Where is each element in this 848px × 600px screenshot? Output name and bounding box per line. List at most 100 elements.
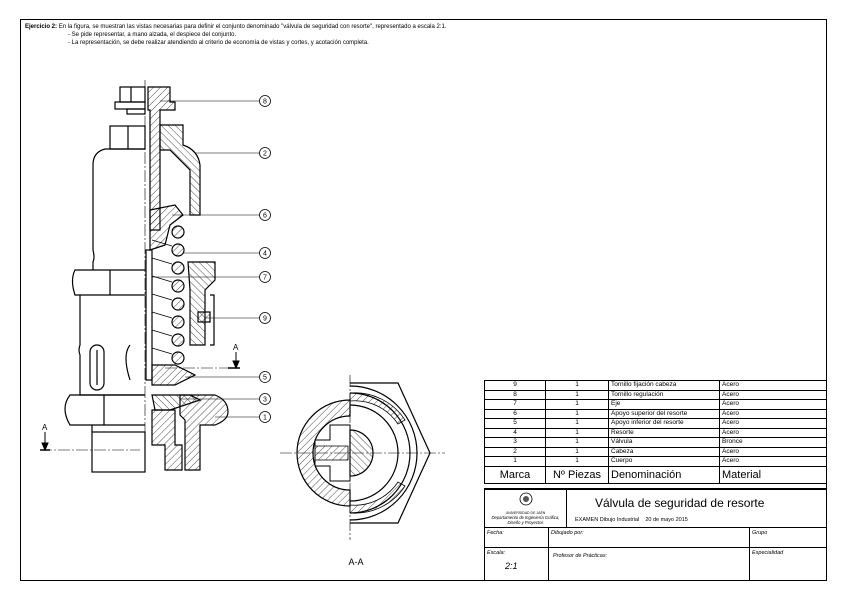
svg-text:7: 7 <box>263 275 267 282</box>
parts-header-cell: Marca <box>484 465 546 484</box>
part-mark: 5 <box>484 418 546 429</box>
part-mark: 6 <box>484 408 546 419</box>
part-name: Cabeza <box>608 446 720 457</box>
instruction-line-2: - Se pide representar, a mano alzada, el… <box>68 32 237 38</box>
part-qty: 1 <box>545 399 609 410</box>
bolt-head-exterior <box>119 86 146 103</box>
svg-text:2: 2 <box>263 151 267 158</box>
instruction-line-3: - La representación, se debe realizar at… <box>68 40 369 46</box>
section-view-a-a <box>280 375 445 540</box>
part-9-tornillo-fijacion <box>197 311 211 323</box>
part-qty: 1 <box>545 446 609 457</box>
part-material: Acero <box>719 399 827 410</box>
department-cell: UNIVERSIDAD DE JAÉN Departamento de Inge… <box>485 490 567 528</box>
part-mark: 1 <box>484 456 546 467</box>
department-name: Departamento de Ingeniería Gráfica, Dise… <box>491 515 560 525</box>
section-hex <box>350 382 431 524</box>
profesor-field[interactable]: Profesor de Prácticas: <box>549 548 750 581</box>
drawing-title: Válvula de seguridad de resorte <box>595 496 765 510</box>
part-material: Bronce <box>719 437 827 448</box>
part-mark: 4 <box>484 427 546 438</box>
part-mark: 8 <box>484 389 546 400</box>
balloon-1: 1 <box>259 411 271 423</box>
part-material: Acero <box>719 456 827 467</box>
part-name: Eje <box>608 399 720 410</box>
escala-label: Escala: <box>487 550 506 556</box>
balloon-5: 5 <box>259 371 271 383</box>
parts-header-cell: Denominación <box>608 465 720 484</box>
svg-text:1: 1 <box>263 415 267 422</box>
part-7-eje <box>145 249 153 381</box>
part-material: Acero <box>719 380 827 391</box>
part-qty: 1 <box>545 437 609 448</box>
svg-text:4: 4 <box>263 251 267 258</box>
escala-value: 2:1 <box>505 561 518 571</box>
svg-text:3: 3 <box>263 397 267 404</box>
part-name: Tornillo regulación <box>608 389 720 400</box>
balloon-4: 4 <box>259 247 271 259</box>
part-name: Apoyo inferior del resorte <box>608 418 720 429</box>
section-label-a-right: A <box>233 343 239 352</box>
part-qty: 1 <box>545 408 609 419</box>
exterior-half <box>64 86 146 473</box>
part-qty: 1 <box>545 389 609 400</box>
parts-header-cell: Material <box>719 465 827 484</box>
balloon-2: 2 <box>259 147 271 159</box>
part-2-cabeza <box>159 124 201 216</box>
svg-text:8: 8 <box>263 99 267 106</box>
part-qty: 1 <box>545 418 609 429</box>
balloon-7: 7 <box>259 271 271 283</box>
fecha-field[interactable]: Fecha: <box>485 528 549 548</box>
exercise-label: Ejercicio 2: <box>25 24 58 30</box>
instruction-line-1: En la figura, se muestran las vistas nec… <box>58 24 447 30</box>
exam-date: 20 de mayo 2015 <box>645 517 688 523</box>
dibujado-por-field[interactable]: Dibujado por: <box>549 528 750 548</box>
title-block: UNIVERSIDAD DE JAÉN Departamento de Inge… <box>484 488 827 581</box>
part-4-resorte <box>171 225 185 365</box>
part-qty: 1 <box>545 380 609 391</box>
parts-header-cell: Nº Piezas <box>545 465 609 484</box>
sectioned-half <box>145 86 229 471</box>
exercise-instructions: Ejercicio 2: En la figura, se muestran l… <box>25 23 447 47</box>
part-qty: 1 <box>545 427 609 438</box>
part-material: Acero <box>719 446 827 457</box>
part-material: Acero <box>719 408 827 419</box>
section-label-a-left: A <box>42 423 48 432</box>
university-logo-icon <box>519 492 532 506</box>
svg-text:6: 6 <box>263 213 267 220</box>
svg-text:5: 5 <box>263 375 267 382</box>
balloon-3: 3 <box>259 393 271 405</box>
part-name: Válvula <box>608 437 720 448</box>
exam-name: EXAMEN Dibujo Industrial <box>575 517 640 523</box>
balloon-leaders <box>152 100 259 418</box>
exam-line: EXAMEN Dibujo Industrial 20 de mayo 2015 <box>575 517 688 523</box>
balloons: 8 2 6 4 7 9 5 3 1 <box>259 95 271 423</box>
part-qty: 1 <box>545 456 609 467</box>
section-ring <box>296 399 351 507</box>
part-material: Acero <box>719 418 827 429</box>
elevation-view <box>64 80 229 473</box>
part-material: Acero <box>719 389 827 400</box>
part-mark: 9 <box>484 380 546 391</box>
section-plane-a: A A <box>40 343 240 452</box>
grupo-field[interactable]: Grupo <box>750 528 827 548</box>
balloon-8: 8 <box>259 95 271 107</box>
part-name: Apoyo superior del resorte <box>608 408 720 419</box>
profesor-label: Profesor de Prácticas: <box>553 553 608 559</box>
section-view-label: A-A <box>348 557 363 567</box>
title-cell: Válvula de seguridad de resorte EXAMEN D… <box>567 490 827 528</box>
university-name: UNIVERSIDAD DE JAÉN <box>505 511 546 515</box>
especialidad-field[interactable]: Especialidad <box>752 550 784 556</box>
part-name: Cuerpo <box>608 456 720 467</box>
